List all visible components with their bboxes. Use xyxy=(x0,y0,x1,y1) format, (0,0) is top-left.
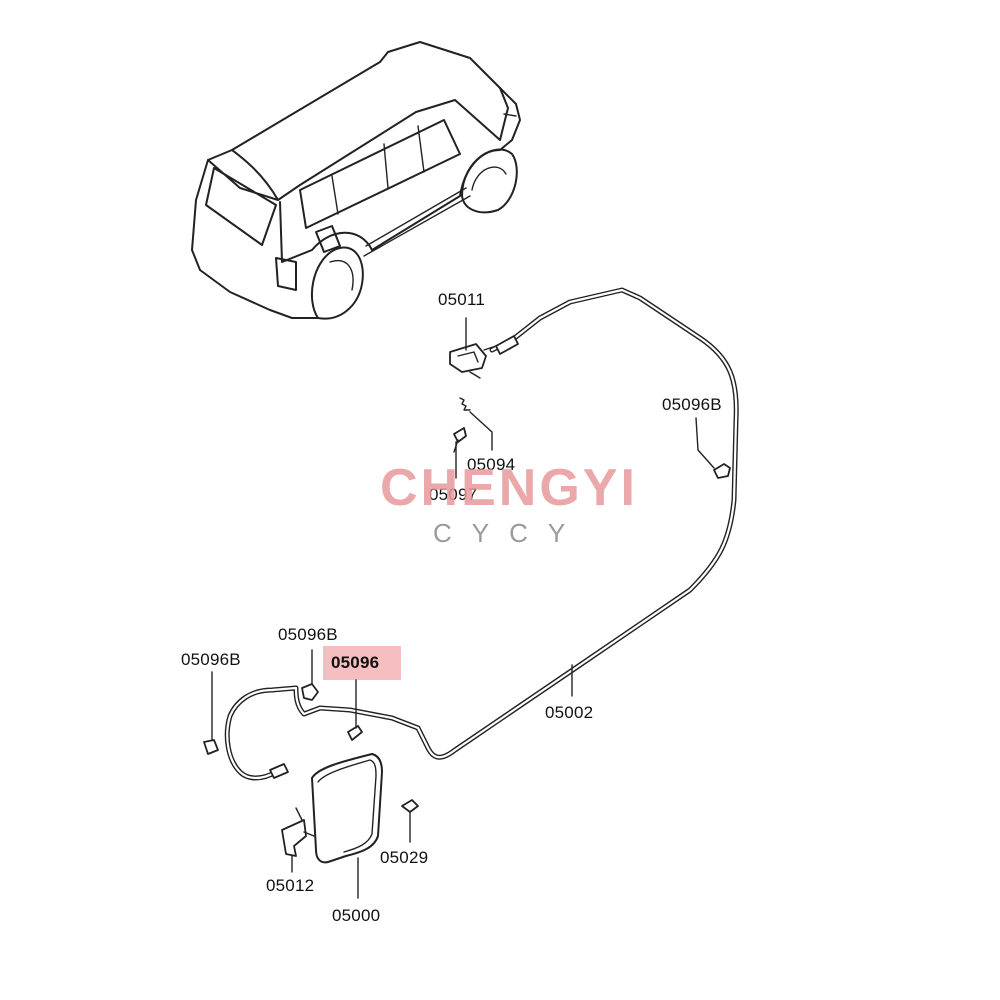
label-05096b-top: 05096B xyxy=(278,625,338,644)
vehicle-outline xyxy=(191,41,521,320)
watermark-brand: CHENGYI xyxy=(380,459,638,517)
label-05012: 05012 xyxy=(266,876,315,895)
highlight-box xyxy=(323,646,401,680)
label-05029: 05029 xyxy=(380,848,429,867)
label-05096b-right: 05096B xyxy=(662,395,722,414)
label-05011: 05011 xyxy=(438,290,486,309)
hinge-05012 xyxy=(281,807,315,857)
fuel-door-05000 xyxy=(311,753,383,864)
label-05000: 05000 xyxy=(332,906,381,925)
watermark-sub: CYCY xyxy=(433,518,586,548)
label-05094: 05094 xyxy=(467,455,516,474)
opener-cable xyxy=(224,287,739,781)
clip-right xyxy=(713,463,731,479)
clip-top xyxy=(301,683,319,701)
clip-left xyxy=(203,739,219,755)
lever-05011 xyxy=(449,343,497,379)
leader-lines xyxy=(211,317,715,899)
label-05096b-left: 05096B xyxy=(181,650,241,669)
spring-05094 xyxy=(459,397,471,411)
label-05097: 05097 xyxy=(429,485,478,504)
pad-05096 xyxy=(347,725,363,741)
bumper-05029 xyxy=(401,799,419,813)
label-05096: 05096 xyxy=(331,653,380,672)
label-05002: 05002 xyxy=(545,703,594,722)
